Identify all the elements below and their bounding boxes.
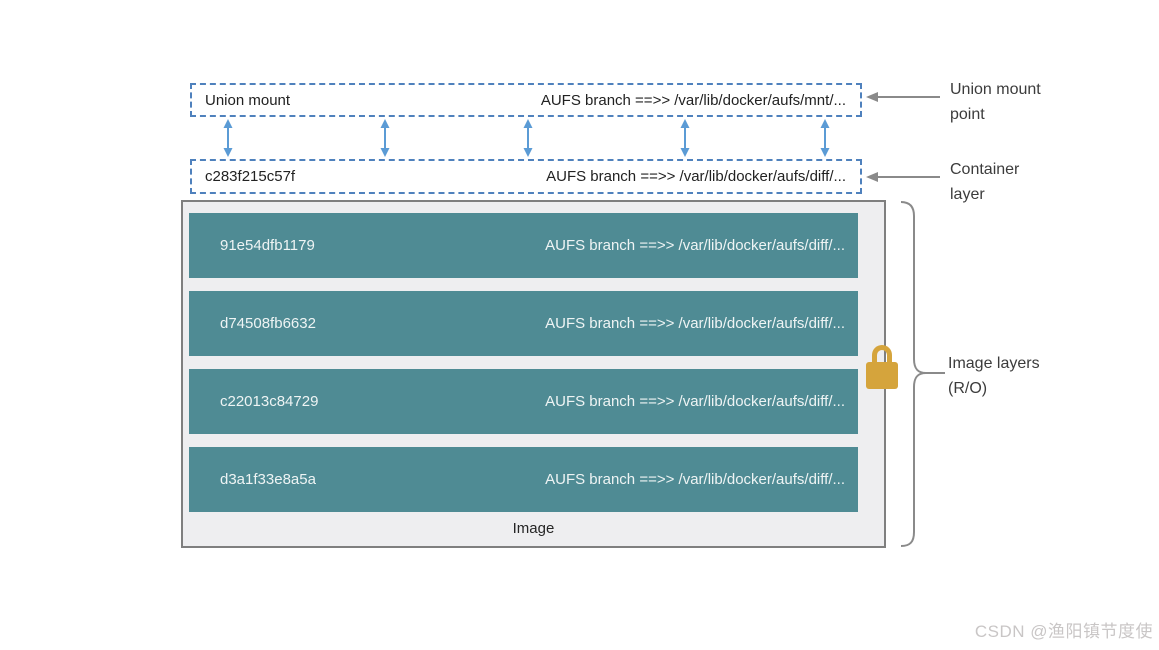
union-mount-branch-path: AUFS branch ==>> /var/lib/docker/aufs/mn… <box>540 91 846 109</box>
container-layer-box: c283f215c57f AUFS branch ==>> /var/lib/d… <box>190 159 862 194</box>
curly-brace <box>900 201 945 547</box>
container-layer-branch-path: AUFS branch ==>> /var/lib/docker/aufs/di… <box>546 168 846 185</box>
layer-branch-path: AUFS branch ==>> /var/lib/docker/aufs/di… <box>545 237 845 254</box>
container-layer-id: c283f215c57f <box>205 168 296 185</box>
lock-shackle <box>872 345 892 365</box>
layer-branch-path: AUFS branch ==>> /var/lib/docker/aufs/di… <box>545 315 845 332</box>
layer-branch-path: AUFS branch ==>> /var/lib/docker/aufs/di… <box>545 393 845 410</box>
csdn-watermark: CSDN @渔阳镇节度使 <box>974 622 1153 641</box>
layer-branch-path: AUFS branch ==>> /var/lib/docker/aufs/di… <box>545 471 845 488</box>
left-arrow-icon <box>866 172 940 182</box>
double-arrow-icon <box>820 119 830 157</box>
left-arrow-icon <box>866 92 940 102</box>
image-caption: Image <box>512 520 555 537</box>
union-mount-title: Union mount <box>205 91 291 109</box>
double-arrow-icon <box>680 119 690 157</box>
double-arrow-icon <box>523 119 533 157</box>
layer-id: d74508fb6632 <box>220 315 316 332</box>
layer-id: 91e54dfb1179 <box>220 237 315 254</box>
annotation-image-layers: Image layers (R/O) <box>948 355 1040 397</box>
annotation-container-layer: Container layer <box>950 161 1020 203</box>
double-arrow-icon <box>223 119 233 157</box>
lock-body <box>866 362 898 389</box>
image-layer-row: d3a1f33e8a5a AUFS branch ==>> /var/lib/d… <box>189 447 858 512</box>
lock-icon <box>866 345 898 389</box>
double-arrow-icon <box>380 119 390 157</box>
image-layer-row: d74508fb6632 AUFS branch ==>> /var/lib/d… <box>189 291 858 356</box>
annotation-union-mount-point: Union mount point <box>950 81 1041 123</box>
image-layer-row: 91e54dfb1179 AUFS branch ==>> /var/lib/d… <box>189 213 858 278</box>
image-box: 91e54dfb1179 AUFS branch ==>> /var/lib/d… <box>181 200 886 548</box>
layer-id: c22013c84729 <box>220 393 319 410</box>
image-layer-row: c22013c84729 AUFS branch ==>> /var/lib/d… <box>189 369 858 434</box>
union-mount-box: Union mount AUFS branch ==>> /var/lib/do… <box>190 83 862 117</box>
layer-id: d3a1f33e8a5a <box>220 471 316 488</box>
